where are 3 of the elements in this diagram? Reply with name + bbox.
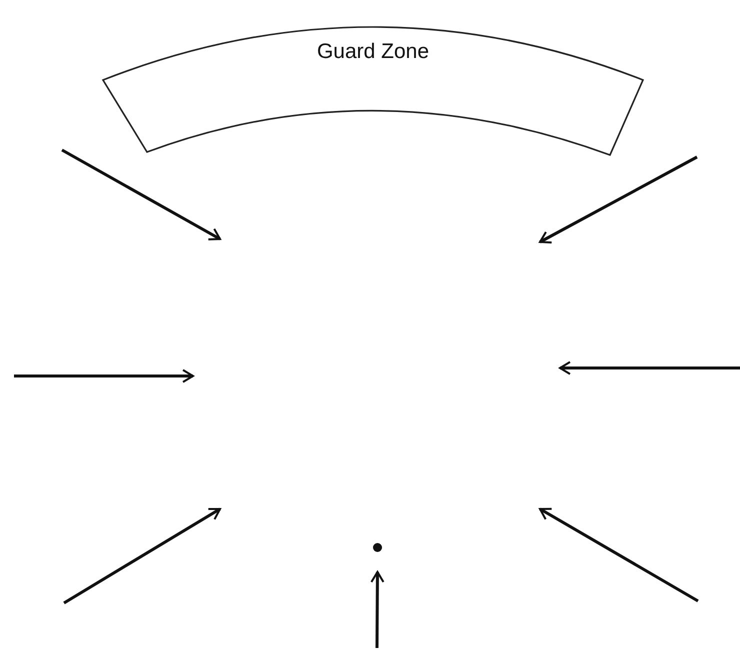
band-label: Guard Zone [316,40,430,64]
arrow [370,571,384,648]
dot [373,543,382,552]
